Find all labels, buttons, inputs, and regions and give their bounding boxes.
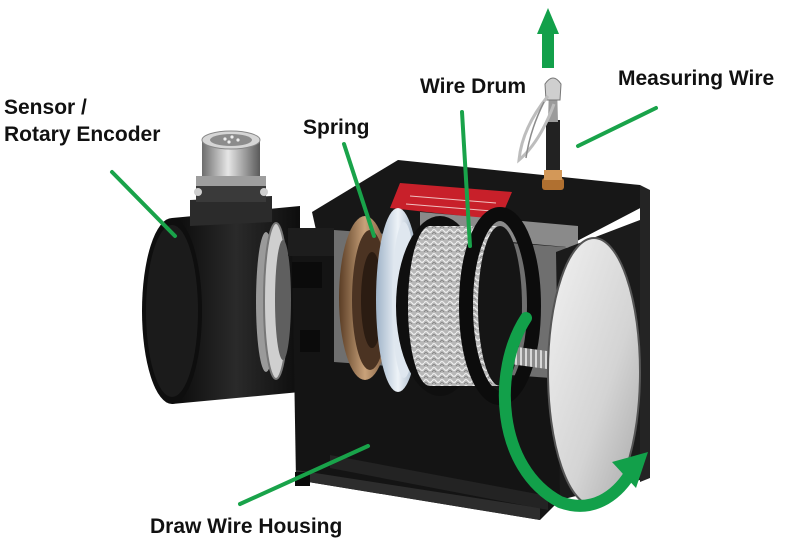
label-sensor-line-2: Rotary Encoder — [4, 123, 161, 146]
label-sensor-line-1: Sensor / — [4, 96, 87, 119]
curved-arrow-icon — [498, 312, 648, 512]
label-draw-wire-housing: Draw Wire Housing — [150, 515, 343, 538]
leader-sensor — [110, 170, 177, 238]
leader-wire-drum — [460, 110, 472, 248]
warning-label — [390, 183, 512, 220]
label-wire-drum: Wire Drum — [420, 75, 526, 98]
leader-housing — [238, 444, 370, 506]
encoder-connector — [190, 130, 272, 226]
label-sensor-rotary-encoder: Sensor / Rotary Encoder — [4, 94, 160, 148]
leader-lines — [110, 106, 658, 506]
end-plate — [547, 220, 641, 507]
leader-spring — [342, 142, 376, 238]
label-measuring-wire: Measuring Wire — [618, 67, 775, 90]
measuring-wire — [517, 77, 564, 190]
leader-measuring-wire — [576, 106, 658, 148]
label-spring: Spring — [303, 116, 370, 139]
arrow-up-icon — [537, 8, 559, 68]
rotary-encoder — [142, 206, 300, 404]
